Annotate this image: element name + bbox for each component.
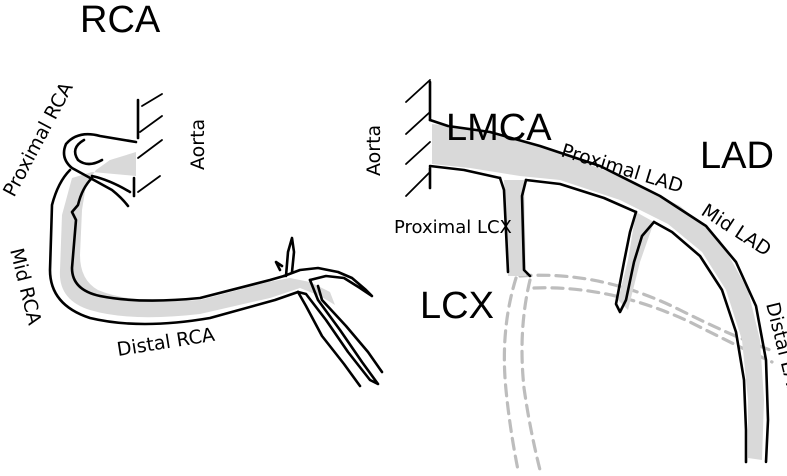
left-coronary-panel <box>405 79 774 472</box>
rca-aorta-wall <box>132 93 163 198</box>
lad-lower-wall <box>428 164 502 180</box>
lcx-left-wall <box>498 176 510 274</box>
proximal-rca-label: Proximal RCA <box>0 79 78 201</box>
rca-vessel <box>59 140 335 318</box>
proximal-lcx-label: Proximal LCX <box>394 217 512 238</box>
rca-aorta-label: Aorta <box>187 119 209 170</box>
lmca-lad-vessel <box>432 124 764 460</box>
rca-outer-wall <box>48 168 300 326</box>
lad-upper-wall <box>428 118 770 464</box>
lcx-dashed-marginal <box>518 273 772 352</box>
rca-panel <box>48 93 384 388</box>
lcx-right-wall <box>520 178 532 278</box>
left-aorta-wall <box>405 79 432 197</box>
rca-inner-wall <box>70 176 286 302</box>
lad-title: LAD <box>700 135 774 177</box>
rca-distal-branch-upper <box>282 266 374 298</box>
lcx-vessel <box>504 180 526 276</box>
rca-twig <box>284 236 296 278</box>
rca-title: RCA <box>80 0 161 41</box>
distal-rca-label: Distal RCA <box>115 324 216 361</box>
rca-origin-outline <box>62 132 138 208</box>
mid-rca-label: Mid RCA <box>5 246 45 327</box>
diagonal-vessel <box>618 212 654 310</box>
lcx-title: LCX <box>420 285 494 327</box>
lcx-dashed-vessel-outer <box>502 276 520 472</box>
lmca-label: LMCA <box>446 107 552 149</box>
diagonal-branch <box>614 210 656 314</box>
left-aorta-label: Aorta <box>363 125 385 176</box>
